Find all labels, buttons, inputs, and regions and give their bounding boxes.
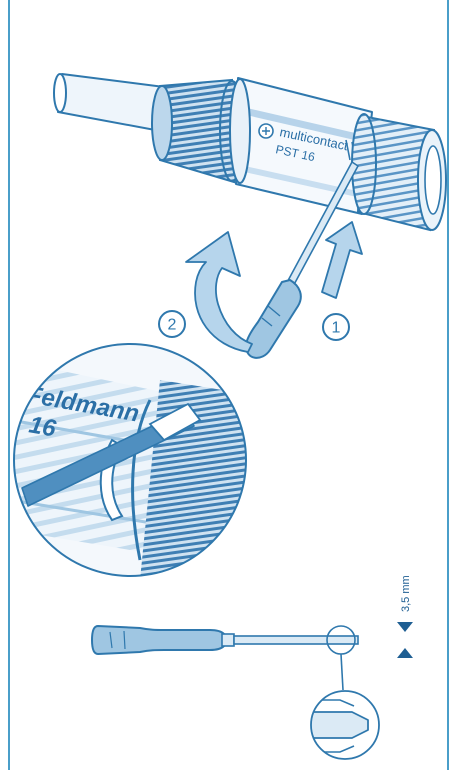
step-2-number: 2 <box>168 317 177 334</box>
zoom-model-text: 16 <box>27 411 59 442</box>
step-1-number: 1 <box>332 320 341 337</box>
front-coupling-nut <box>352 114 446 230</box>
connector-illustration: multicontact PST 16 <box>54 74 446 230</box>
tip-enlargement <box>300 690 390 770</box>
screwdriver-tool <box>92 626 358 690</box>
zoom-detail: Feldmann 16 <box>10 340 260 580</box>
rotate-arrow <box>186 232 252 352</box>
tip-width-dimension: 3,5 mm <box>397 575 413 658</box>
connector-body: multicontact PST 16 <box>230 78 372 214</box>
step-1-marker: 1 <box>323 314 349 340</box>
tip-width-label: 3,5 mm <box>400 575 412 612</box>
step-2-marker: 2 <box>159 311 185 337</box>
push-arrow <box>322 222 362 298</box>
